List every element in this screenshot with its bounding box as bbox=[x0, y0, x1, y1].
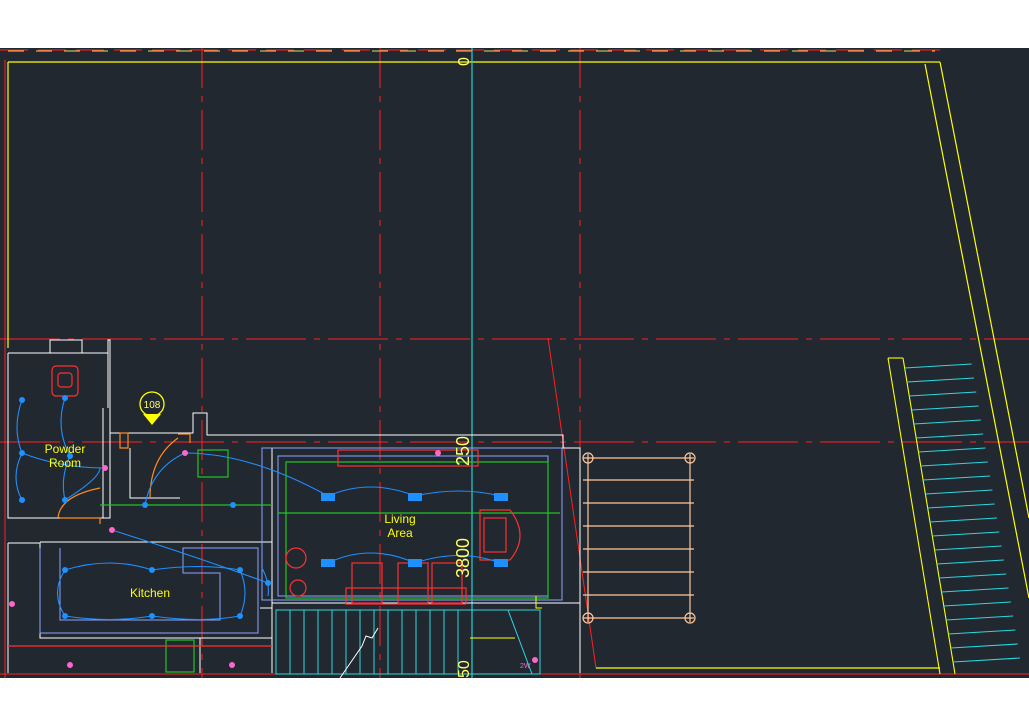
exterior-stairs bbox=[887, 357, 956, 675]
stair-tread bbox=[909, 391, 977, 397]
stair-tread bbox=[923, 475, 991, 481]
annotation-marker bbox=[470, 596, 542, 639]
cad-drawing-canvas[interactable]: 108 Powder Room Living Area Kitchen 0 25… bbox=[0, 48, 1029, 678]
dimension-top: 0 bbox=[456, 57, 473, 66]
stair-tread bbox=[932, 531, 1000, 537]
property-boundary bbox=[7, 61, 1029, 669]
stair-tread bbox=[946, 615, 1014, 621]
light-fixtures bbox=[19, 395, 508, 619]
exterior-stair-treads bbox=[904, 363, 1021, 663]
stair-tread bbox=[904, 363, 972, 369]
powder-room-label-line2: Room bbox=[49, 456, 81, 470]
dimension-bottom: 50 bbox=[456, 660, 473, 678]
stair-tread bbox=[952, 657, 1021, 663]
switch-label: 2W bbox=[520, 663, 531, 670]
pergola bbox=[582, 452, 696, 624]
stair-tread bbox=[939, 573, 1007, 579]
stair-tread bbox=[925, 489, 993, 495]
stair-tread bbox=[913, 419, 981, 425]
stair-tread bbox=[934, 545, 1002, 551]
section-tag-108: 108 bbox=[139, 391, 165, 425]
stair-tread bbox=[943, 601, 1011, 607]
stair-tread bbox=[950, 643, 1018, 649]
interior-stairs bbox=[275, 609, 541, 675]
powder-room-label-line1: Powder bbox=[45, 442, 86, 456]
stair-tread bbox=[920, 461, 988, 467]
stair-tread bbox=[911, 405, 979, 411]
stair-tread bbox=[941, 587, 1009, 593]
outlets bbox=[9, 450, 538, 668]
lighting-circuits bbox=[15, 397, 501, 621]
stair-tread bbox=[906, 377, 974, 383]
break-line bbox=[339, 627, 379, 678]
stair-tread bbox=[927, 503, 995, 509]
doors bbox=[57, 432, 191, 524]
stair-tread bbox=[948, 629, 1016, 635]
kitchen-label: Kitchen bbox=[130, 586, 170, 600]
living-area-label-line1: Living bbox=[384, 512, 415, 526]
stair-tread bbox=[916, 433, 984, 439]
living-area-label-line2: Area bbox=[387, 526, 413, 540]
stair-tread bbox=[929, 517, 998, 523]
furniture bbox=[8, 365, 521, 647]
walls bbox=[7, 339, 581, 673]
grid-lines bbox=[0, 48, 1029, 678]
tag-label: 108 bbox=[144, 400, 161, 411]
stair-tread bbox=[918, 447, 986, 453]
stair-tread bbox=[936, 559, 1004, 565]
green-elements bbox=[100, 449, 560, 673]
dimension-250: 250 bbox=[453, 436, 473, 466]
floor-plan: 108 Powder Room Living Area Kitchen 0 25… bbox=[0, 48, 1029, 678]
dimension-3800: 3800 bbox=[453, 538, 473, 578]
